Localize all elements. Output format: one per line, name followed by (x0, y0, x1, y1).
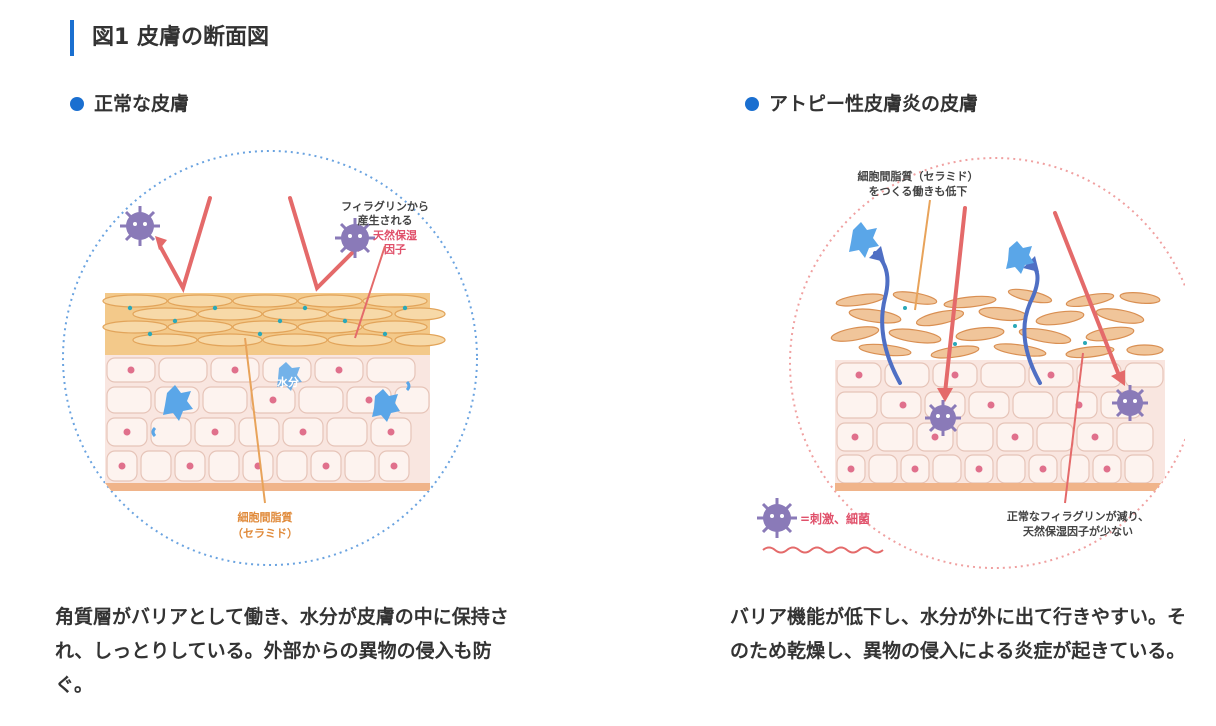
atopic-skin-diagram: 細胞間脂質（セラミド） をつくる働きも低下 正常なフィラグリンが減り、 天然保湿… (755, 138, 1185, 578)
legend-germ-icon (757, 498, 797, 538)
invading-arrows (943, 206, 1122, 395)
filaggrin-label-line1: 正常なフィラグリンが減り、 (1007, 509, 1149, 523)
bullet-dot-icon (70, 97, 84, 111)
filaggrin-label-line2: 天然保湿因子が少ない (1023, 524, 1133, 538)
ceramide-label-line2: （セラミド） (232, 527, 298, 540)
basal-layer (105, 483, 430, 491)
water-label: 水分 (277, 375, 299, 389)
germ-icon (120, 206, 160, 246)
water-droplet-icon (849, 222, 1034, 274)
filaggrin-label-line1: フィラグリンから (341, 199, 429, 213)
ceramide-label-line1: 細胞間脂質（セラミド） (858, 169, 979, 183)
filaggrin-label-line2: 産生される (358, 213, 413, 227)
nmf-label-line2: 因子 (384, 243, 406, 256)
atopic-skin-illustration: 細胞間脂質（セラミド） をつくる働きも低下 正常なフィラグリンが減り、 天然保湿… (757, 157, 1185, 569)
legend-wavy-line (762, 546, 884, 554)
bullet-dot-icon (745, 97, 759, 111)
germ-icon (1112, 385, 1148, 421)
figure-title: 図1 皮膚の断面図 (92, 25, 269, 50)
normal-skin-heading: 正常な皮膚 (70, 90, 189, 118)
atopic-skin-caption: バリア機能が低下し、水分が外に出て行きやすい。そのため乾燥し、異物の侵入による炎… (730, 606, 1187, 662)
ceramide-pointer-line (914, 199, 931, 311)
deflected-arrows (158, 196, 357, 294)
ceramide-pointer-line (244, 337, 266, 504)
nmf-label-line1: 天然保湿 (373, 228, 417, 242)
filaggrin-pointer-line (1064, 352, 1084, 504)
normal-skin-caption: 角質層がバリアとして働き、水分が皮膚の中に保持され、しっとりしている。外部からの… (55, 606, 509, 696)
normal-skin-heading-text: 正常な皮膚 (94, 93, 190, 115)
atopic-skin-heading: アトピー性皮膚炎の皮膚 (745, 90, 978, 118)
basal-layer (835, 483, 1165, 491)
germ-icon (335, 218, 375, 258)
normal-skin-diagram: 水分 フィラグリンから 産生される 天然保湿 因子 細胞間脂質 （セラミド） (55, 138, 485, 578)
ceramide-label-line1: 細胞間脂質 (238, 510, 293, 524)
legend-label: =刺激、細菌 (800, 511, 870, 526)
nmf-pointer-line (354, 245, 386, 339)
atopic-skin-heading-text: アトピー性皮膚炎の皮膚 (769, 93, 979, 115)
germ-icon (925, 400, 961, 436)
normal-skin-illustration: 水分 フィラグリンから 産生される 天然保湿 因子 細胞間脂質 （セラミド） (62, 150, 478, 566)
figure-title-accent-bar (70, 20, 74, 56)
ceramide-label-line2: をつくる働きも低下 (869, 184, 968, 198)
water-escape-arrows (873, 251, 1042, 385)
water-droplet-icon (151, 362, 411, 438)
